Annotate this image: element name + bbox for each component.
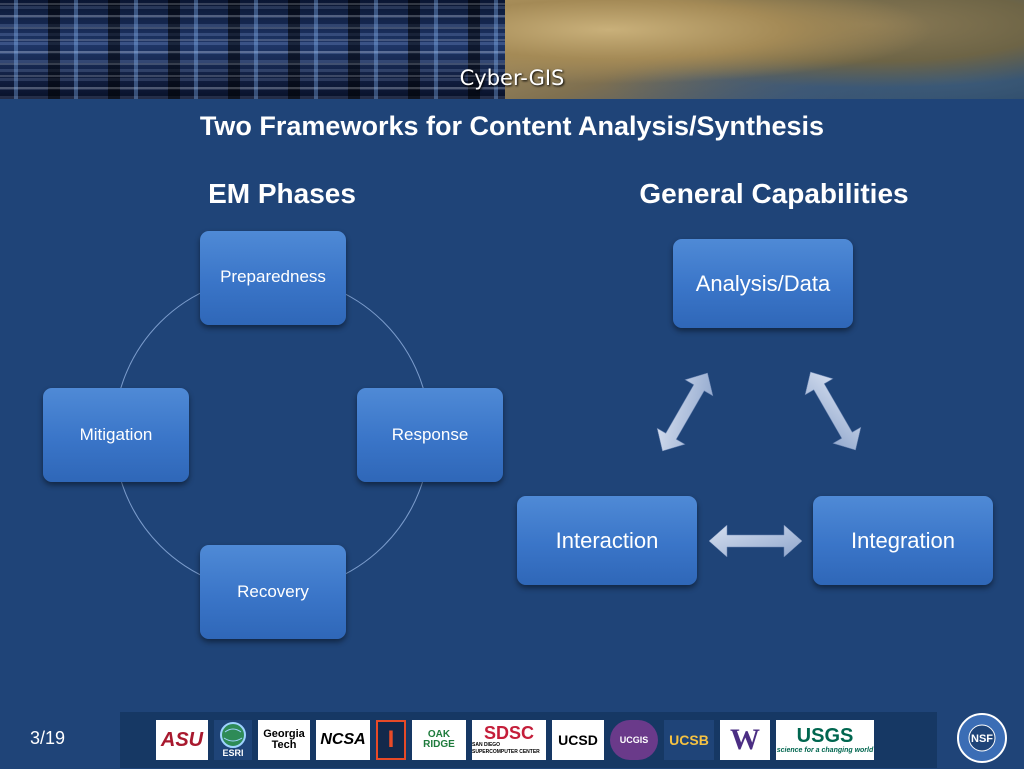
server-rack-lights [0, 0, 505, 99]
uw-logo: W [720, 720, 770, 760]
oak-ridge-logo: OAK RIDGE [412, 720, 466, 760]
double-arrow-analysis-integration [804, 371, 862, 451]
double-arrow-interaction-integration [708, 524, 803, 558]
illinois-logo: I [376, 720, 406, 760]
em-phases-heading: EM Phases [208, 178, 356, 209]
nsf-logo: NSF [956, 712, 1008, 764]
slide-title: Two Frameworks for Content Analysis/Synt… [199, 111, 825, 141]
esri-logo: ESRI [214, 720, 252, 760]
globe-icon [220, 722, 246, 748]
mitigation-label: Mitigation [79, 425, 153, 444]
usgs-logo: USGS science for a changing world [776, 720, 874, 760]
partner-logo-strip: ASU ESRI Georgia Tech NCSA I OAK RIDGE S… [120, 712, 937, 768]
response-label: Response [391, 425, 469, 444]
sdsc-logo: SDSC SAN DIEGO SUPERCOMPUTER CENTER [472, 720, 546, 760]
ncsa-logo: NCSA [316, 720, 370, 760]
ucsd-logo: UCSD [552, 720, 604, 760]
analysis-data-box: Analysis/Data [673, 239, 853, 328]
double-arrow-analysis-interaction [656, 372, 714, 452]
header-banner [0, 0, 1024, 99]
interaction-label: Interaction [555, 527, 659, 553]
ucsb-logo: UCSB [664, 720, 714, 760]
mitigation-box: Mitigation [43, 388, 189, 482]
supercomputer-image [0, 0, 505, 99]
preparedness-label: Preparedness [220, 267, 326, 286]
nsf-seal-icon: NSF [957, 713, 1007, 763]
response-box: Response [357, 388, 503, 482]
integration-label: Integration [851, 527, 955, 553]
ucgis-logo: UCGIS [610, 720, 658, 760]
preparedness-box: Preparedness [200, 231, 346, 325]
recovery-label: Recovery [237, 582, 309, 601]
interaction-box: Interaction [517, 496, 697, 585]
recovery-box: Recovery [200, 545, 346, 639]
integration-box: Integration [813, 496, 993, 585]
general-capabilities-heading: General Capabilities [639, 178, 909, 209]
nsf-seal-text: NSF [971, 733, 993, 745]
banner-title: Cyber-GIS [459, 66, 565, 90]
page-number: 3/19 [30, 728, 66, 748]
asu-logo: ASU [156, 720, 208, 760]
satellite-map-image [505, 0, 1024, 99]
georgia-tech-logo: Georgia Tech [258, 720, 310, 760]
analysis-data-label: Analysis/Data [695, 270, 831, 296]
